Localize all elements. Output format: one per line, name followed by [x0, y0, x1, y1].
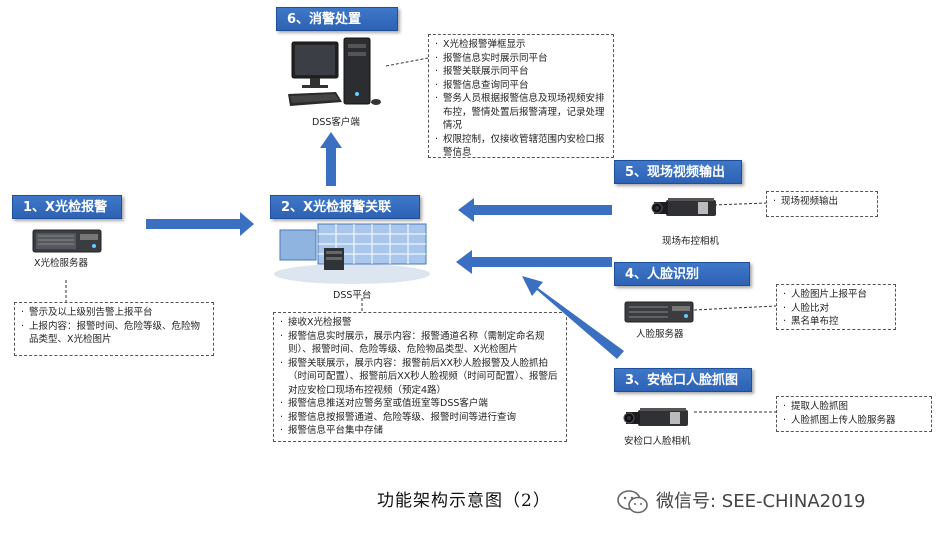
- face-server-label: 人脸服务器: [636, 329, 684, 340]
- note-item: 报警信息实时展示，展示内容：报警通道名称（需制定命名规则）、报警时间、危险等级、…: [280, 330, 560, 357]
- xray-server-label: X光检服务器: [34, 258, 89, 269]
- dss-platform-label: DSS平台: [333, 290, 372, 301]
- note-item: X光检报警弹框显示: [435, 38, 607, 52]
- note-item: 报警关联展示，展示内容：报警前后XX秒人脸报警及人脸抓拍（时间可配置）、报警前后…: [280, 357, 560, 398]
- wechat-icon: [617, 490, 648, 514]
- note-item: 黑名单布控: [783, 315, 889, 329]
- arrow-link-to-client: [320, 132, 342, 186]
- figure-caption: 功能架构示意图（2）: [377, 491, 551, 511]
- note-item: 报警信息平台集中存储: [280, 424, 560, 438]
- dss-platform-icon: [274, 223, 430, 284]
- note-item: 人脸图片上报平台: [783, 288, 889, 302]
- face-server-icon: [624, 301, 694, 323]
- site-camera-icon: [651, 198, 716, 216]
- note-item: 人脸抓图上传人脸服务器: [783, 414, 925, 428]
- dss-client-label: DSS客户端: [312, 117, 360, 128]
- box-alarm-disposal: 6、消警处置: [276, 7, 398, 31]
- box-live-video-output: 5、现场视频输出: [614, 160, 742, 184]
- note-item: 报警信息推送对应警务室或值班室等DSS客户端: [280, 397, 560, 411]
- note-item: 提取人脸抓图: [783, 400, 925, 414]
- xray-server-icon: [32, 229, 102, 253]
- note-alarm-link: 接收X光检报警 报警信息实时展示，展示内容：报警通道名称（需制定命名规则）、报警…: [273, 312, 567, 442]
- arrow-capture-to-link: [522, 276, 624, 359]
- watermark-text: 微信号: SEE-CHINA2019: [656, 491, 866, 512]
- box-face-recognition: 4、人脸识别: [614, 262, 750, 286]
- note-item: 警示及以上级别告警上报平台: [21, 306, 207, 320]
- note-xray-alarm: 警示及以上级别告警上报平台 上报内容：报警时间、危险等级、危险物品类型、X光检图…: [14, 302, 214, 356]
- note-face-recognition: 人脸图片上报平台 人脸比对 黑名单布控: [776, 284, 896, 330]
- note-item: 权限控制，仅接收管辖范围内安检口报警信息: [435, 133, 607, 160]
- note-item: 上报内容：报警时间、危险等级、危险物品类型、X光检图片: [21, 320, 207, 347]
- dss-client-computer-icon: [288, 37, 381, 106]
- box-xray-alarm: 1、X光检报警: [12, 195, 122, 219]
- note-item: 报警信息查询同平台: [435, 79, 607, 93]
- note-item: 报警信息按报警通道、危险等级、报警时间等进行查询: [280, 411, 560, 425]
- box-xray-alarm-link: 2、X光检报警关联: [270, 195, 420, 219]
- checkpoint-camera-label: 安检口人脸相机: [624, 436, 691, 447]
- note-item: 现场视频输出: [773, 195, 871, 209]
- connector-line: [693, 305, 777, 311]
- arrow-video-to-link: [458, 198, 612, 222]
- connector-line: [713, 202, 767, 206]
- note-item: 警务人员根据报警信息及现场视频安排布控，警情处置后报警清理，记录处理情况: [435, 92, 607, 133]
- note-item: 人脸比对: [783, 302, 889, 316]
- checkpoint-camera-icon: [623, 408, 688, 426]
- note-item: 报警信息实时展示同平台: [435, 52, 607, 66]
- note-face-capture: 提取人脸抓图 人脸抓图上传人脸服务器: [776, 396, 932, 432]
- arrow-face-to-link: [456, 250, 612, 274]
- box-checkpoint-face-capture: 3、安检口人脸抓图: [614, 368, 752, 392]
- arrow-xray-to-link: [146, 212, 254, 236]
- note-alarm-disposal: X光检报警弹框显示 报警信息实时展示同平台 报警关联展示同平台 报警信息查询同平…: [428, 34, 614, 158]
- connector-line: [385, 57, 429, 67]
- note-live-video: 现场视频输出: [766, 191, 878, 217]
- note-item: 报警关联展示同平台: [435, 65, 607, 79]
- site-camera-label: 现场布控相机: [662, 236, 720, 247]
- note-item: 接收X光检报警: [280, 316, 560, 330]
